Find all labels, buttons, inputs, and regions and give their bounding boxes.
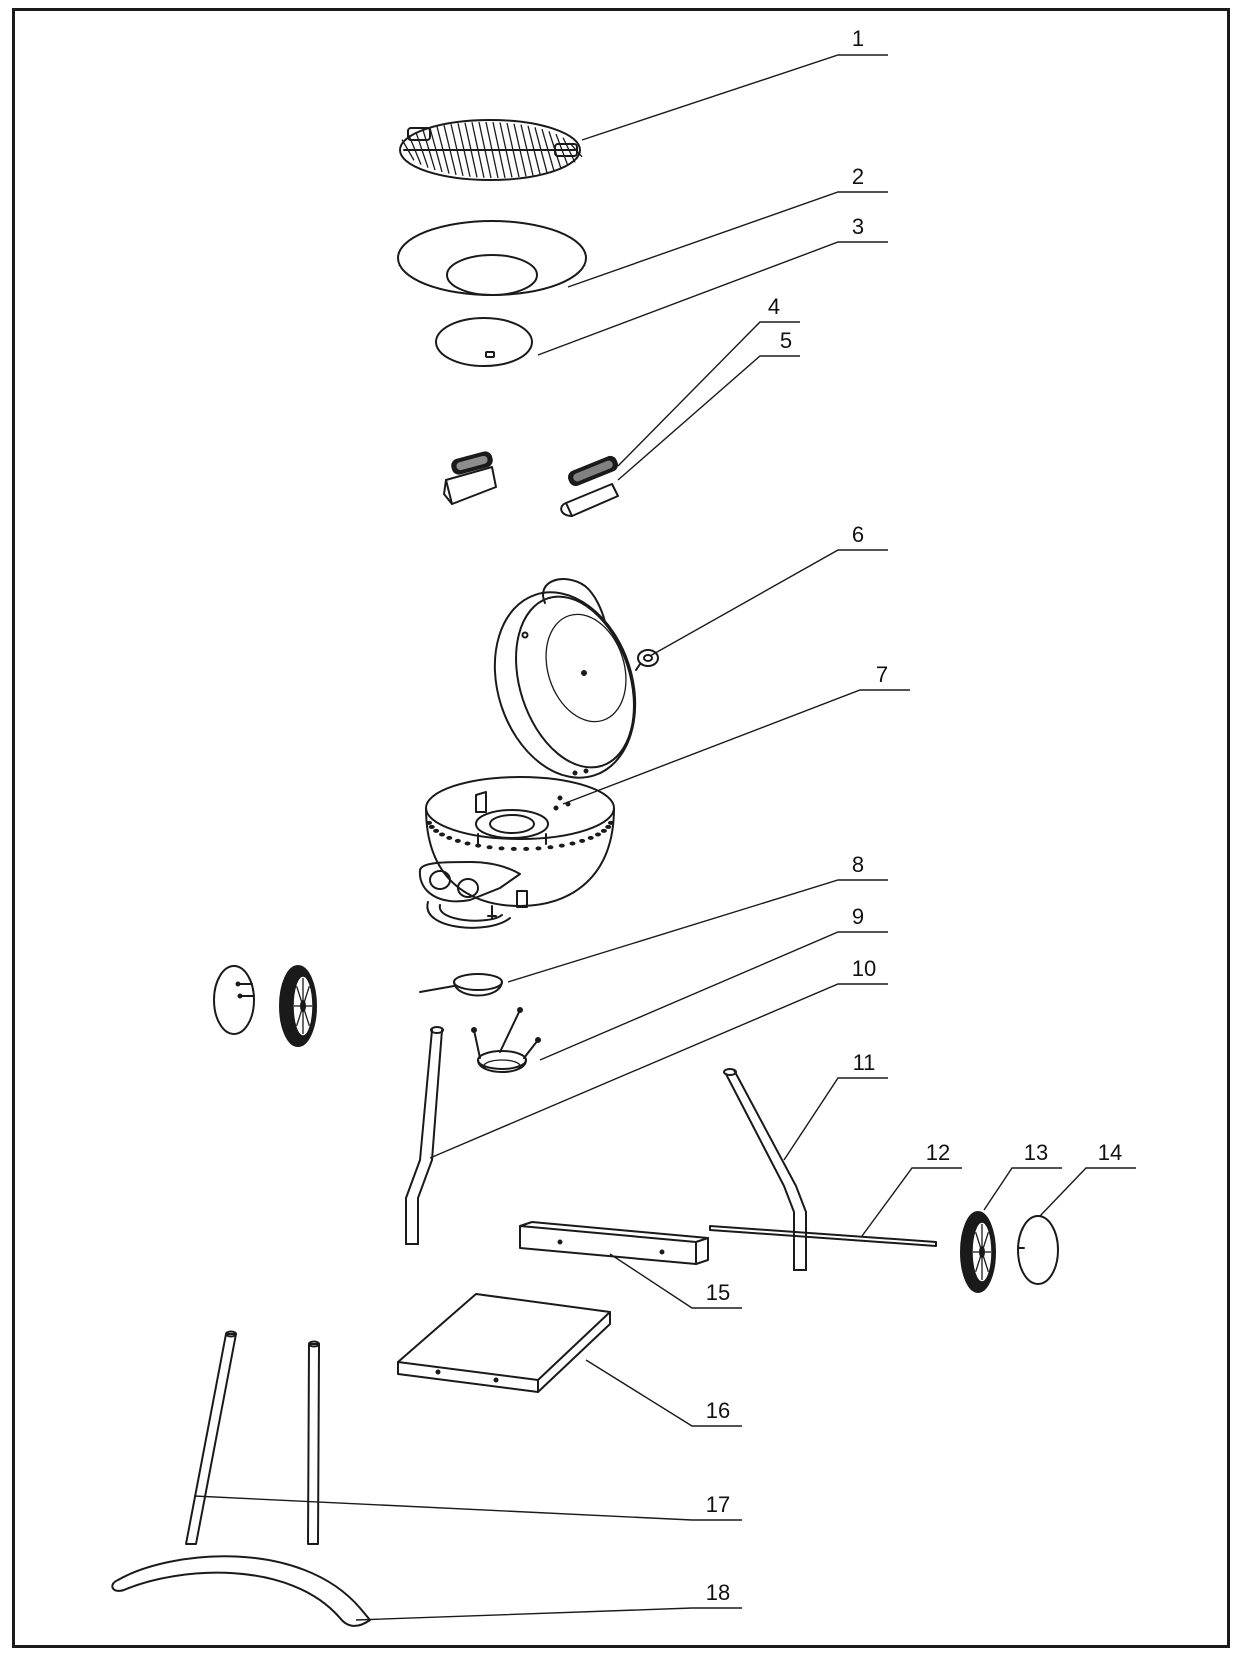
callout-12: 12: [926, 1140, 950, 1165]
part-wheel-right: [960, 1211, 996, 1293]
callout-4: 4: [768, 294, 780, 319]
diagram-frame: [12, 8, 1230, 1648]
part-leg-straight-right: [307, 1340, 320, 1545]
callout-8: 8: [852, 852, 864, 877]
part-handle-left: [443, 451, 497, 505]
part-ash-pan-holder: [471, 1007, 541, 1073]
callout-13: 13: [1024, 1140, 1048, 1165]
leader-lines: [193, 54, 1136, 1621]
part-crossbar: [519, 1221, 709, 1265]
part-lid-vent: [635, 649, 659, 671]
callout-15: 15: [706, 1280, 730, 1305]
part-wheel-left: [279, 965, 317, 1047]
callout-17: 17: [706, 1492, 730, 1517]
part-hubcap-right: [1017, 1215, 1059, 1285]
part-handle-right: [560, 455, 619, 517]
part-cooking-grate: [399, 119, 583, 181]
callout-7: 7: [876, 662, 888, 687]
part-leg-curved-left: [405, 1026, 444, 1245]
part-bottom-shelf: [397, 1293, 611, 1393]
callout-5: 5: [780, 328, 792, 353]
part-leg-straight-left: [185, 1330, 237, 1545]
part-hubcap-left: [213, 965, 255, 1035]
callout-14: 14: [1098, 1140, 1122, 1165]
part-leg-curved-right: [723, 1068, 807, 1271]
part-base-bar: [111, 1555, 371, 1627]
callout-2: 2: [852, 164, 864, 189]
callout-labels: 1 2 3 4 5 6 7 8 9 10 11 12 13 14 15 16 1…: [706, 26, 1122, 1605]
callout-10: 10: [852, 956, 876, 981]
callout-11: 11: [853, 1050, 876, 1075]
callout-9: 9: [852, 904, 864, 929]
callout-1: 1: [852, 26, 864, 51]
part-grill-body: [418, 578, 637, 929]
part-axle: [709, 1225, 937, 1247]
callout-18: 18: [706, 1580, 730, 1605]
callout-6: 6: [852, 522, 864, 547]
part-charcoal-bowl: [397, 220, 587, 296]
callout-16: 16: [706, 1398, 730, 1423]
part-ash-pan: [419, 973, 503, 997]
part-ash-plate: [435, 317, 533, 367]
callout-3: 3: [852, 214, 864, 239]
